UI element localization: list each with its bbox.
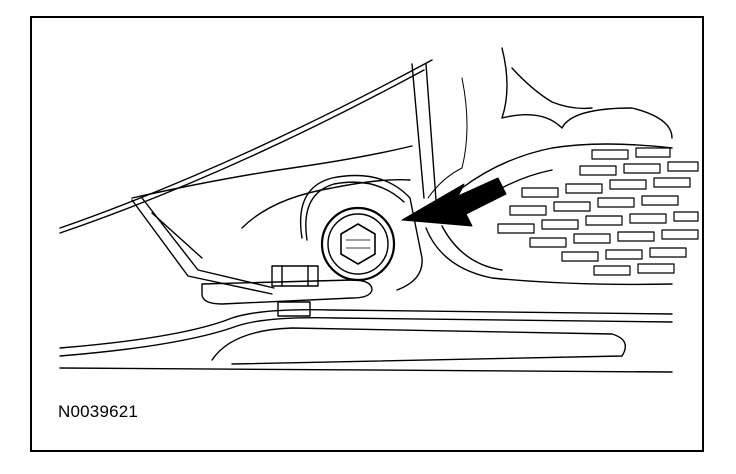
bolt — [320, 206, 396, 282]
frame-rail — [59, 308, 673, 373]
figure-code: N0039621 — [58, 402, 139, 421]
engine-cover — [425, 47, 673, 286]
vent-grille — [497, 147, 699, 276]
bolt-boss — [299, 174, 423, 291]
upper-panel — [59, 59, 437, 234]
stud-nut — [201, 265, 373, 317]
callout-arrow-icon — [401, 177, 507, 227]
support-strut — [131, 197, 275, 295]
figure-frame: N0039621 — [30, 16, 704, 452]
bolt-location-illustration — [59, 47, 699, 373]
